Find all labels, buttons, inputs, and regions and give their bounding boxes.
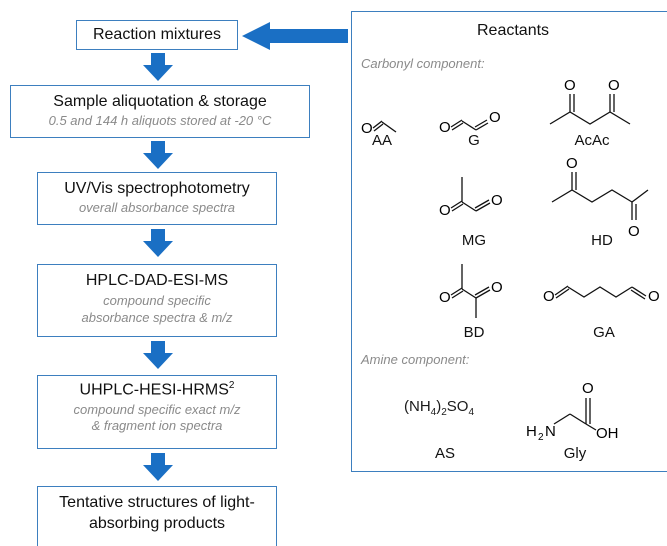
bd-oxygen-1: O — [439, 289, 451, 306]
ga-oxygen-1: O — [543, 288, 555, 305]
step-uv-vis-detail: overall absorbance spectra — [78, 200, 236, 216]
arrow-down-2 — [143, 141, 173, 169]
label-mg: MG — [461, 232, 487, 249]
step-uhplc-detail-2: & fragment ion spectra — [91, 418, 223, 434]
step-tentative-line-1: Tentative structures of light- — [59, 494, 255, 511]
step-reaction-mixtures-label: Reaction mixtures — [92, 26, 222, 43]
step-uv-vis-title: UV/Vis spectrophotometry — [64, 180, 250, 197]
ga-oxygen-2: O — [648, 288, 660, 305]
step-uhplc-detail-1: compound specific exact m/z — [73, 401, 241, 417]
structure-gly: H 2 N O OH — [526, 380, 619, 443]
reactants-title: Reactants — [477, 22, 550, 39]
bd-oxygen-2: O — [491, 279, 503, 296]
gly-carbonyl-oxygen: O — [582, 380, 594, 397]
hd-oxygen-1: O — [566, 155, 578, 172]
step-hplc: HPLC-DAD-ESI-MS compound specific absorb… — [37, 264, 277, 337]
structure-bd: O O — [439, 264, 503, 318]
label-acac: AcAc — [574, 132, 610, 149]
step-tentative-structures: Tentative structures of light- absorbing… — [37, 486, 277, 546]
step-uhplc-title: UHPLC-HESI-HRMS2 — [79, 380, 235, 399]
arrow-down-5 — [143, 453, 173, 481]
gly-n: N — [545, 423, 556, 440]
label-hd: HD — [591, 232, 613, 249]
arrow-down-1 — [143, 53, 173, 81]
mg-oxygen-2: O — [491, 192, 503, 209]
structure-g: O O — [439, 109, 501, 136]
step-sample-aliquotation: Sample aliquotation & storage 0.5 and 14… — [10, 85, 310, 138]
reactants-panel: Reactants Carbonyl component: O AA O O G… — [351, 11, 667, 472]
label-as: AS — [434, 445, 455, 462]
amine-heading: Amine component: — [361, 352, 470, 367]
structure-hd: O O — [551, 155, 649, 240]
label-aa: AA — [371, 132, 392, 149]
mg-oxygen-1: O — [439, 202, 451, 219]
structure-ga: O O — [543, 285, 660, 305]
label-ga: GA — [593, 324, 615, 341]
acac-oxygen-2: O — [608, 77, 620, 94]
carbonyl-heading: Carbonyl component: — [361, 56, 485, 71]
step-hplc-detail-1: compound specific — [103, 293, 211, 309]
arrow-reactants-to-mixtures — [242, 22, 348, 50]
gly-oh: OH — [596, 425, 619, 442]
structure-mg: O O — [439, 177, 503, 219]
label-g: G — [468, 132, 480, 149]
step-sample-aliquotation-title: Sample aliquotation & storage — [53, 93, 267, 110]
g-oxygen-1: O — [439, 119, 451, 136]
hd-oxygen-2: O — [628, 223, 640, 240]
label-bd: BD — [463, 324, 485, 341]
acac-oxygen-1: O — [564, 77, 576, 94]
aa-oxygen: O — [361, 120, 373, 137]
step-uv-vis: UV/Vis spectrophotometry overall absorba… — [37, 172, 277, 225]
step-hplc-detail-2: absorbance spectra & m/z — [81, 309, 233, 325]
structure-aa: O — [361, 120, 397, 137]
step-tentative-line-2: absorbing products — [88, 515, 226, 533]
arrow-down-3 — [143, 229, 173, 257]
step-uhplc: UHPLC-HESI-HRMS2 compound specific exact… — [37, 375, 277, 449]
gly-h: H — [526, 423, 537, 440]
step-uhplc-title-sup: 2 — [228, 380, 235, 391]
gly-subscript-2: 2 — [538, 432, 544, 443]
arrow-down-4 — [143, 341, 173, 369]
label-gly: Gly — [563, 445, 587, 462]
step-reaction-mixtures: Reaction mixtures — [76, 20, 238, 50]
structure-as: (NH4)2SO4 — [404, 398, 475, 418]
structure-acac: O O — [549, 77, 631, 125]
step-hplc-title: HPLC-DAD-ESI-MS — [85, 272, 229, 289]
g-oxygen-2: O — [489, 109, 501, 126]
step-sample-aliquotation-detail: 0.5 and 144 h aliquots stored at -20 °C — [48, 113, 272, 129]
